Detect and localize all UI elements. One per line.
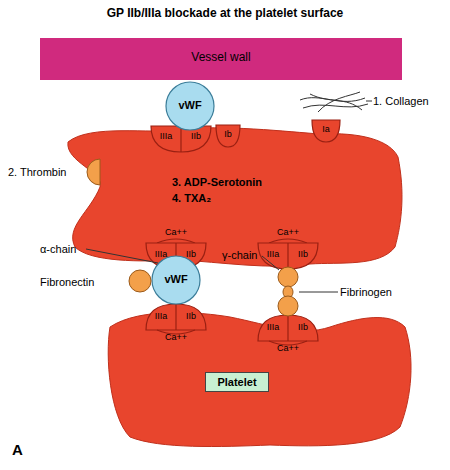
fibrinogen-domain	[278, 296, 298, 316]
collagen-fiber	[300, 98, 365, 102]
diagram-title: GP IIb/IIIa blockade at the platelet sur…	[0, 6, 450, 20]
vwf-node: vWF	[165, 81, 215, 131]
fibrinogen-domain	[278, 267, 298, 287]
vwf-circle	[152, 256, 200, 304]
vwf-circle	[166, 82, 214, 130]
receptor-node: Ia	[310, 118, 342, 144]
receptor-node: IIIaIIbCa++	[143, 303, 209, 345]
part-label: Fibronectin	[40, 276, 94, 288]
platelet-outline	[68, 128, 402, 266]
part-label: Fibrinogen	[340, 286, 392, 298]
collagen-fiber	[310, 94, 362, 110]
receptor-label: IIIa	[258, 323, 288, 333]
receptor-outline	[258, 243, 318, 269]
receptor-node: Ca++ IIIaIIb	[255, 228, 321, 270]
callout-number: 1. Collagen	[373, 95, 429, 107]
part-label: γ-chain	[222, 249, 257, 261]
receptor-label: IIIa	[146, 312, 176, 322]
platelet-label: Platelet	[205, 372, 269, 392]
vessel-wall-band	[40, 38, 402, 80]
receptor-divider	[180, 126, 181, 152]
molecule-label: vWF	[165, 99, 215, 111]
vessel-wall: Vessel wall	[40, 38, 402, 80]
receptor-outline	[258, 315, 318, 341]
fibrinogen-domain	[283, 286, 293, 298]
receptor-node: IIIaIIbCa++	[255, 314, 321, 356]
receptor-outline	[151, 126, 211, 152]
mediator-label: 3. ADP-Serotonin	[172, 176, 312, 188]
receptor-label: IIb	[288, 323, 318, 333]
fibrinogen-symbol	[278, 267, 298, 316]
collagen-fiber	[318, 92, 360, 112]
part-label: α-chain	[40, 243, 76, 255]
receptor-label: IIIa	[151, 132, 181, 142]
collagen-fibers	[300, 92, 372, 112]
receptor-label: IIIa	[258, 250, 288, 260]
receptor-label: Ca++	[255, 228, 321, 238]
receptor-label: Ib	[214, 130, 242, 140]
receptor-node: Ib	[214, 123, 242, 149]
fibronectin-symbol	[129, 270, 151, 292]
receptor-outline	[146, 304, 206, 330]
molecule-label: vWF	[151, 273, 201, 285]
panel-letter: A	[12, 442, 23, 459]
platelet-outline	[108, 313, 411, 447]
calcium-site	[269, 239, 307, 243]
receptor-label: Ca++	[143, 333, 209, 343]
receptor-divider	[175, 304, 176, 330]
calcium-site	[157, 239, 195, 243]
receptor-label: Ia	[310, 125, 342, 135]
receptor-label: IIb	[181, 132, 211, 142]
receptor-label: Ca++	[255, 344, 321, 354]
band-label: Vessel wall	[40, 51, 402, 64]
leader-line	[366, 101, 372, 102]
receptor-divider	[287, 315, 288, 341]
platelet-node: PlateletIIIaIIbCa++IIIaIIbCa++	[100, 297, 415, 447]
callout-number: 2. Thrombin	[8, 166, 67, 178]
collagen-fiber	[303, 104, 368, 108]
receptor-label: IIb	[288, 250, 318, 260]
leader-line	[299, 292, 338, 293]
platelet-node: 3. ADP-Serotonin4. TXA₂IIIaIIbIbIaCa++II…	[60, 112, 405, 270]
receptor-label: IIb	[176, 312, 206, 322]
mediator-label: 4. TXA₂	[172, 192, 312, 204]
vwf-node: vWF	[151, 255, 201, 305]
receptor-label: Ca++	[143, 228, 209, 238]
receptor-divider	[287, 243, 288, 269]
